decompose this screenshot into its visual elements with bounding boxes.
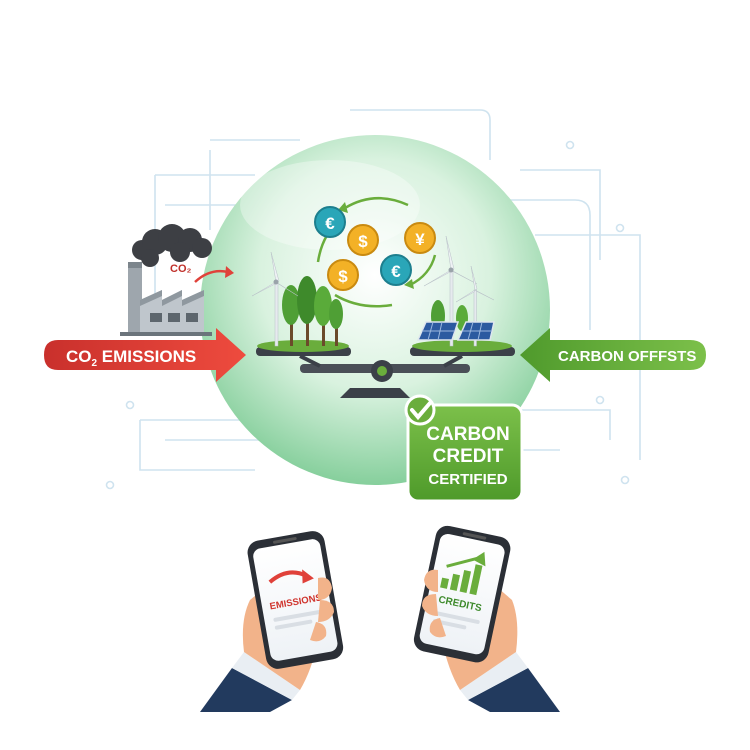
check-icon — [410, 401, 432, 421]
svg-text:€: € — [391, 262, 401, 281]
svg-text:¥: ¥ — [415, 230, 425, 249]
balance-scale-icon — [256, 340, 515, 398]
solar-panels-icon — [416, 321, 495, 341]
euro-coin-2-icon: € — [380, 254, 412, 286]
wind-turbine-left-icon — [251, 251, 299, 347]
left-hand-phone: EMISSIONS — [200, 531, 344, 712]
dollar-coin-icon: $ — [347, 224, 379, 256]
trees-icon — [282, 276, 343, 346]
svg-text:CO2 EMISSIONS: CO2 EMISSIONS — [66, 347, 196, 369]
euro-coin-icon: € — [314, 206, 346, 238]
badge-line-3: CERTIFIED — [428, 471, 507, 488]
svg-text:$: $ — [338, 267, 348, 286]
svg-text:$: $ — [358, 232, 368, 251]
offsets-label: CARBON OFFFSTS — [558, 348, 696, 365]
green-sphere — [200, 135, 550, 485]
yen-coin-icon: ¥ — [404, 222, 436, 254]
dollar-coin-2-icon: $ — [327, 259, 359, 291]
factory-icon — [120, 224, 212, 336]
emissions-label-co: CO — [66, 347, 92, 366]
badge-line-2: CREDIT — [433, 446, 504, 467]
co2-emissions-arrow: CO2 EMISSIONS — [44, 328, 246, 382]
emissions-label-sub: 2 — [92, 358, 98, 369]
svg-text:€: € — [325, 214, 335, 233]
badge-line-1: CARBON — [426, 424, 509, 445]
co2-red-arrow-icon — [194, 269, 229, 283]
emissions-label-rest: EMISSIONS — [97, 347, 196, 366]
co2-tag: CO₂ — [170, 263, 192, 275]
carbon-offsets-arrow: CARBON OFFFSTS — [520, 328, 706, 382]
carbon-credit-certified-badge: CARBON CREDIT CERTIFIED — [404, 394, 524, 503]
bar-growth-icon — [440, 564, 483, 596]
right-hand-phone: CREDITS — [413, 525, 560, 712]
